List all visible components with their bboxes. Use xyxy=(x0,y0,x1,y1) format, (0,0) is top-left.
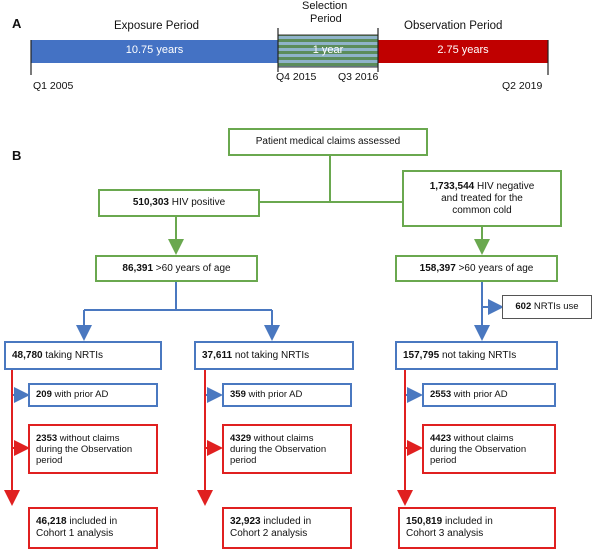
age-right-box: 158,397 >60 years of age xyxy=(395,255,558,282)
exposure-period-title: Exposure Period xyxy=(114,20,200,32)
label-q4-2015: Q4 2015 xyxy=(276,71,317,83)
hiv-negative-label-3: common cold xyxy=(452,204,512,216)
hiv-negative-label-2: and treated for the xyxy=(441,192,523,204)
col3-prior-ad-box: 2553 with prior AD xyxy=(422,383,556,407)
age-right-label: >60 years of age xyxy=(458,262,534,274)
col1-group-count: 48,780 xyxy=(12,349,43,361)
col2-group-count: 37,611 xyxy=(202,349,233,361)
age-right-count: 158,397 xyxy=(419,262,456,274)
observation-bar xyxy=(378,40,548,63)
col2-prior-ad-label: with prior AD xyxy=(248,389,303,400)
observation-period-title: Observation Period xyxy=(404,20,503,32)
root-label: Patient medical claims assessed xyxy=(255,136,401,147)
col2-included-count: 32,923 xyxy=(230,516,261,527)
selection-duration: 1 year xyxy=(312,44,344,56)
hiv-positive-count: 510,303 xyxy=(132,197,169,208)
col3-no-claims-label-1: without claims xyxy=(453,432,514,444)
col1-group-box: 48,780 taking NRTIs xyxy=(4,341,162,370)
col2-no-claims-label-2: during the Observation xyxy=(230,443,327,455)
age-left-label: >60 years of age xyxy=(155,262,231,274)
col3-group-label: not taking NRTIs xyxy=(441,349,517,361)
col3-included-label-1: included in xyxy=(444,516,493,527)
hiv-negative-count: 1,733,544 xyxy=(429,180,475,192)
col3-prior-ad-count: 2553 xyxy=(430,389,452,400)
col1-prior-ad-box: 209 with prior AD xyxy=(28,383,158,407)
col2-no-claims-count: 4329 xyxy=(230,432,252,444)
col2-no-claims-label-1: without claims xyxy=(253,432,314,444)
col2-group-label: not taking NRTIs xyxy=(234,349,310,361)
col1-no-claims-label-1: without claims xyxy=(59,432,120,444)
exposure-duration: 10.75 years xyxy=(125,44,184,56)
label-q3-2016: Q3 2016 xyxy=(338,71,379,83)
age-left-box: 86,391 >60 years of age xyxy=(95,255,258,282)
col1-prior-ad-count: 209 xyxy=(36,389,52,400)
col2-no-claims-label-3: period xyxy=(230,454,257,466)
selection-period-title-2: Period xyxy=(310,13,342,25)
age-left-count: 86,391 xyxy=(122,262,154,274)
nrti-use-label: NRTIs use xyxy=(533,301,579,312)
hiv-positive-label: HIV positive xyxy=(171,197,226,208)
hiv-positive-box: 510,303 HIV positive xyxy=(98,189,260,217)
col2-included-label-2: Cohort 2 analysis xyxy=(230,528,308,539)
col3-group-box: 157,795 not taking NRTIs xyxy=(395,341,558,370)
selection-period-title-1: Selection xyxy=(302,0,348,12)
panel-a-label: A xyxy=(12,16,22,31)
observation-duration: 2.75 years xyxy=(437,44,489,56)
nrti-use-count: 602 xyxy=(515,301,532,312)
col1-prior-ad-label: with prior AD xyxy=(54,389,109,400)
nrti-use-box: 602 NRTIs use xyxy=(502,295,592,319)
label-q2-2019: Q2 2019 xyxy=(502,80,543,92)
col3-no-claims-label-3: period xyxy=(430,454,457,466)
col2-prior-ad-count: 359 xyxy=(230,389,246,400)
col3-no-claims-label-2: during the Observation xyxy=(430,443,527,455)
exposure-bar xyxy=(31,40,278,63)
col3-included-label-2: Cohort 3 analysis xyxy=(406,528,484,539)
col3-group-count: 157,795 xyxy=(403,349,440,361)
col1-included-label-2: Cohort 1 analysis xyxy=(36,528,114,539)
col1-included-label-1: included in xyxy=(69,516,118,527)
hiv-negative-label-1: HIV negative xyxy=(477,180,535,192)
col2-included-label-1: included in xyxy=(263,516,312,527)
col1-group-label: taking NRTIs xyxy=(45,349,103,361)
col2-group-box: 37,611 not taking NRTIs xyxy=(194,341,354,370)
col1-included-count: 46,218 xyxy=(36,516,67,527)
col3-included-count: 150,819 xyxy=(406,516,443,527)
col1-no-claims-count: 2353 xyxy=(36,432,58,444)
col1-no-claims-label-2: during the Observation xyxy=(36,443,133,455)
col2-prior-ad-box: 359 with prior AD xyxy=(222,383,352,407)
label-q1-2005: Q1 2005 xyxy=(33,80,74,92)
col1-no-claims-label-3: period xyxy=(36,454,63,466)
col3-no-claims-count: 4423 xyxy=(430,432,452,444)
root-box: Patient medical claims assessed xyxy=(228,128,428,156)
panel-b-label: B xyxy=(12,148,22,163)
col3-prior-ad-label: with prior AD xyxy=(453,389,508,400)
